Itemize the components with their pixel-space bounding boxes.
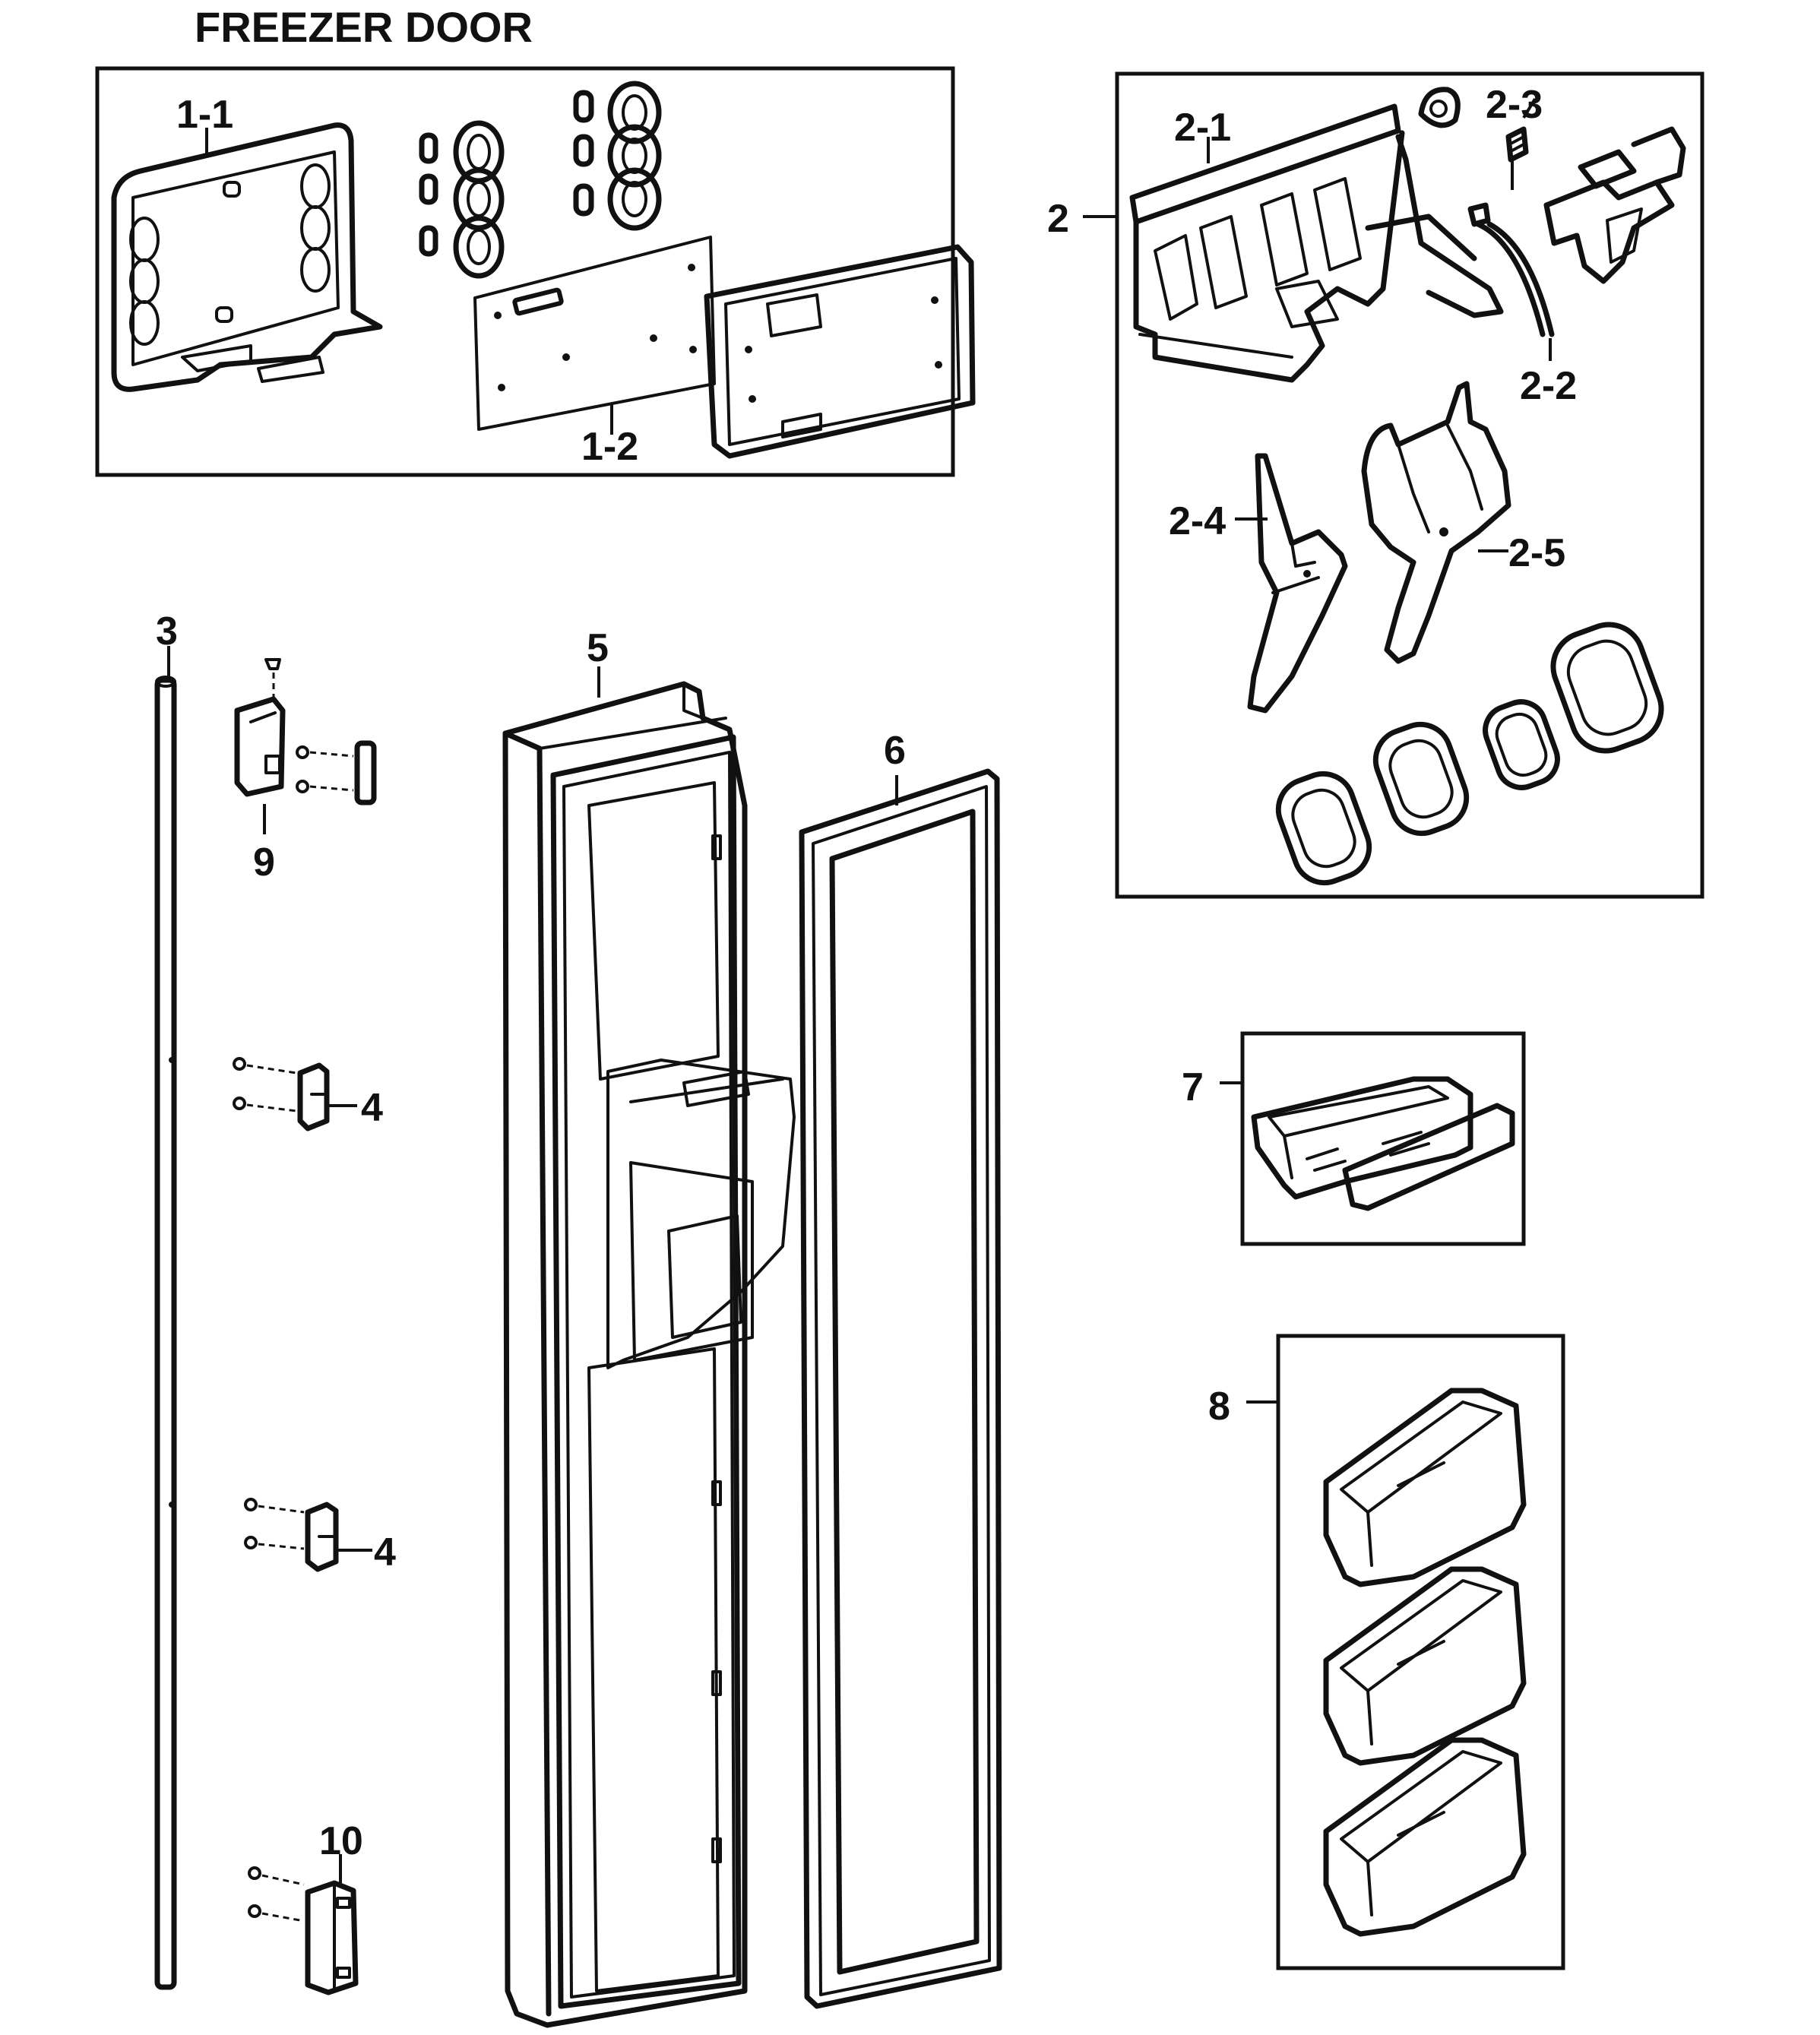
part-1-2-board <box>473 236 716 431</box>
part-1-cover <box>704 244 976 459</box>
part-2-gaskets <box>1275 622 1664 886</box>
part-9-hinge-block <box>234 658 377 805</box>
part-nut <box>1418 87 1461 128</box>
part-4-hinge-b <box>244 1498 339 1572</box>
callout-2-4: 2-4 <box>1169 499 1226 543</box>
grommet-set-large <box>573 81 662 231</box>
callout-2: 2 <box>1047 197 1069 241</box>
callout-3: 3 <box>156 609 178 654</box>
group-1-frame <box>95 66 955 477</box>
part-8-bin-top <box>1323 1388 1527 1587</box>
part-3-rod <box>154 676 177 1990</box>
callout-8: 8 <box>1208 1385 1230 1429</box>
callout-9: 9 <box>253 840 275 885</box>
part-6-door-gasket <box>799 768 1002 2009</box>
group-7-box: 7 <box>1182 1031 1526 1246</box>
part-2-5-chute <box>1361 381 1511 664</box>
callout-5: 5 <box>587 626 609 670</box>
part-7-bin <box>1251 1076 1515 1211</box>
group-2-frame <box>1115 71 1704 899</box>
group-8-frame <box>1276 1334 1565 1970</box>
callout-1-1: 1-1 <box>176 93 233 137</box>
part-2-4-lever <box>1247 453 1348 714</box>
callout-6: 6 <box>884 729 906 773</box>
diagram-title: FREEZER DOOR <box>195 3 533 51</box>
part-8-bin-bottom <box>1323 1737 1527 1937</box>
part-2-2-arm <box>1467 202 1555 361</box>
part-5-door-liner <box>502 681 796 2028</box>
callout-4a: 4 <box>361 1086 383 1130</box>
part-8-bin-middle <box>1323 1566 1527 1766</box>
callout-7: 7 <box>1182 1065 1204 1109</box>
callout-2-5: 2-5 <box>1508 531 1565 575</box>
part-4-hinge-a <box>233 1057 330 1131</box>
callout-4b: 4 <box>374 1530 396 1575</box>
part-10-hinge-bottom <box>248 1866 359 1995</box>
group-2-box: 2 2-1 2-3 <box>1047 71 1704 899</box>
callout-2-1: 2-1 <box>1174 106 1231 150</box>
callout-10: 10 <box>319 1819 363 1863</box>
callout-1-2: 1-2 <box>581 425 638 469</box>
part-solenoid <box>1543 126 1686 284</box>
grommet-set-small <box>419 120 505 279</box>
callout-2-2: 2-2 <box>1520 364 1577 408</box>
group-7-frame <box>1240 1031 1526 1246</box>
part-2-3-spring <box>1505 126 1529 190</box>
part-2-1-dispenser-housing <box>1129 103 1504 383</box>
group-1-box: 1-1 <box>95 66 976 477</box>
group-8-box: 8 <box>1208 1334 1565 1970</box>
part-1-1-housing <box>111 122 383 392</box>
callout-2-3: 2-3 <box>1486 83 1543 127</box>
